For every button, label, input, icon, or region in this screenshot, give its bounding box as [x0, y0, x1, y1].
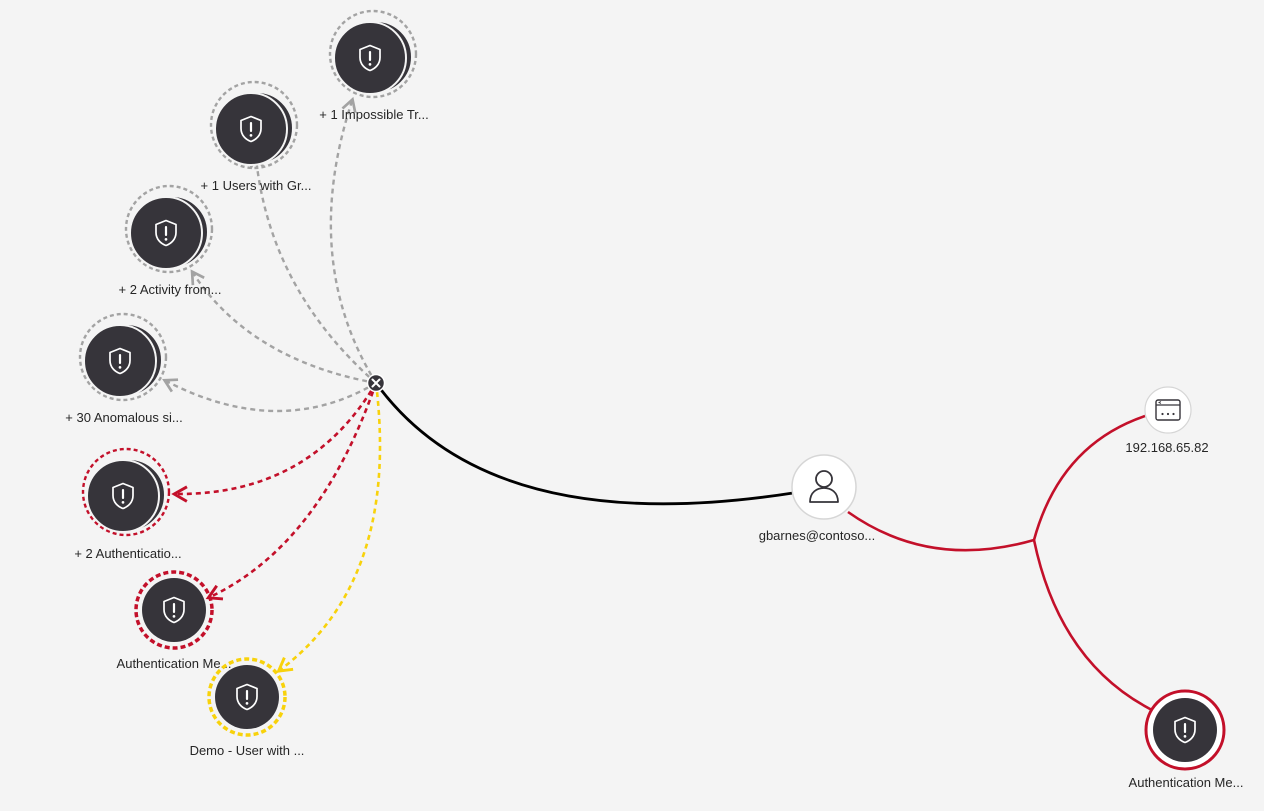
link-authentication-method[interactable]	[205, 382, 378, 601]
node-label: + 2 Authenticatio...	[74, 546, 181, 561]
alert-node-authentication-stack[interactable]: + 2 Authenticatio...	[74, 447, 182, 561]
link-authentication-stack[interactable]	[171, 382, 378, 503]
node-label: + 1 Impossible Tr...	[319, 107, 428, 122]
link-users-with-group[interactable]	[249, 153, 377, 384]
alert-node-demo-user[interactable]: Demo - User with ...	[190, 657, 305, 758]
node-label: Authentication Me...	[117, 656, 232, 671]
graph-links	[162, 96, 1157, 714]
alert-node-activity-from[interactable]: + 2 Activity from...	[119, 184, 222, 297]
node-label: + 2 Activity from...	[119, 282, 222, 297]
node-label: 192.168.65.82	[1125, 440, 1208, 455]
node-label: + 30 Anomalous si...	[65, 410, 182, 425]
user-icon	[809, 470, 839, 503]
ip-node[interactable]: 192.168.65.82	[1125, 386, 1209, 455]
node-label: gbarnes@contoso...	[759, 528, 876, 543]
node-label: Authentication Me...	[1129, 775, 1244, 790]
alert-node-authentication-method[interactable]: Authentication Me...	[117, 570, 232, 671]
hub-node[interactable]	[366, 373, 386, 393]
link-demo-user[interactable]	[276, 382, 382, 673]
close-icon[interactable]	[371, 378, 381, 388]
alert-node-impossible-travel[interactable]: + 1 Impossible Tr...	[319, 9, 429, 122]
link-activity-from[interactable]	[190, 269, 377, 385]
alert-node-right-authentication[interactable]: Authentication Me...	[1129, 689, 1244, 790]
link-junction-to-ip[interactable]	[1032, 414, 1146, 541]
user-node[interactable]: gbarnes@contoso...	[759, 454, 876, 543]
link-hub-to-user[interactable]	[374, 382, 794, 506]
ip-address-icon	[1155, 399, 1181, 421]
link-junction-to-alert[interactable]	[1032, 539, 1157, 714]
alert-node-users-with-group[interactable]: + 1 Users with Gr...	[201, 80, 312, 193]
node-label: + 1 Users with Gr...	[201, 178, 312, 193]
link-user-to-junction[interactable]	[847, 510, 1035, 552]
node-label: Demo - User with ...	[190, 743, 305, 758]
link-anomalous-sign-in[interactable]	[162, 378, 377, 413]
alert-node-anomalous-sign-in[interactable]: + 30 Anomalous si...	[65, 312, 183, 425]
link-impossible-travel[interactable]	[329, 96, 378, 384]
